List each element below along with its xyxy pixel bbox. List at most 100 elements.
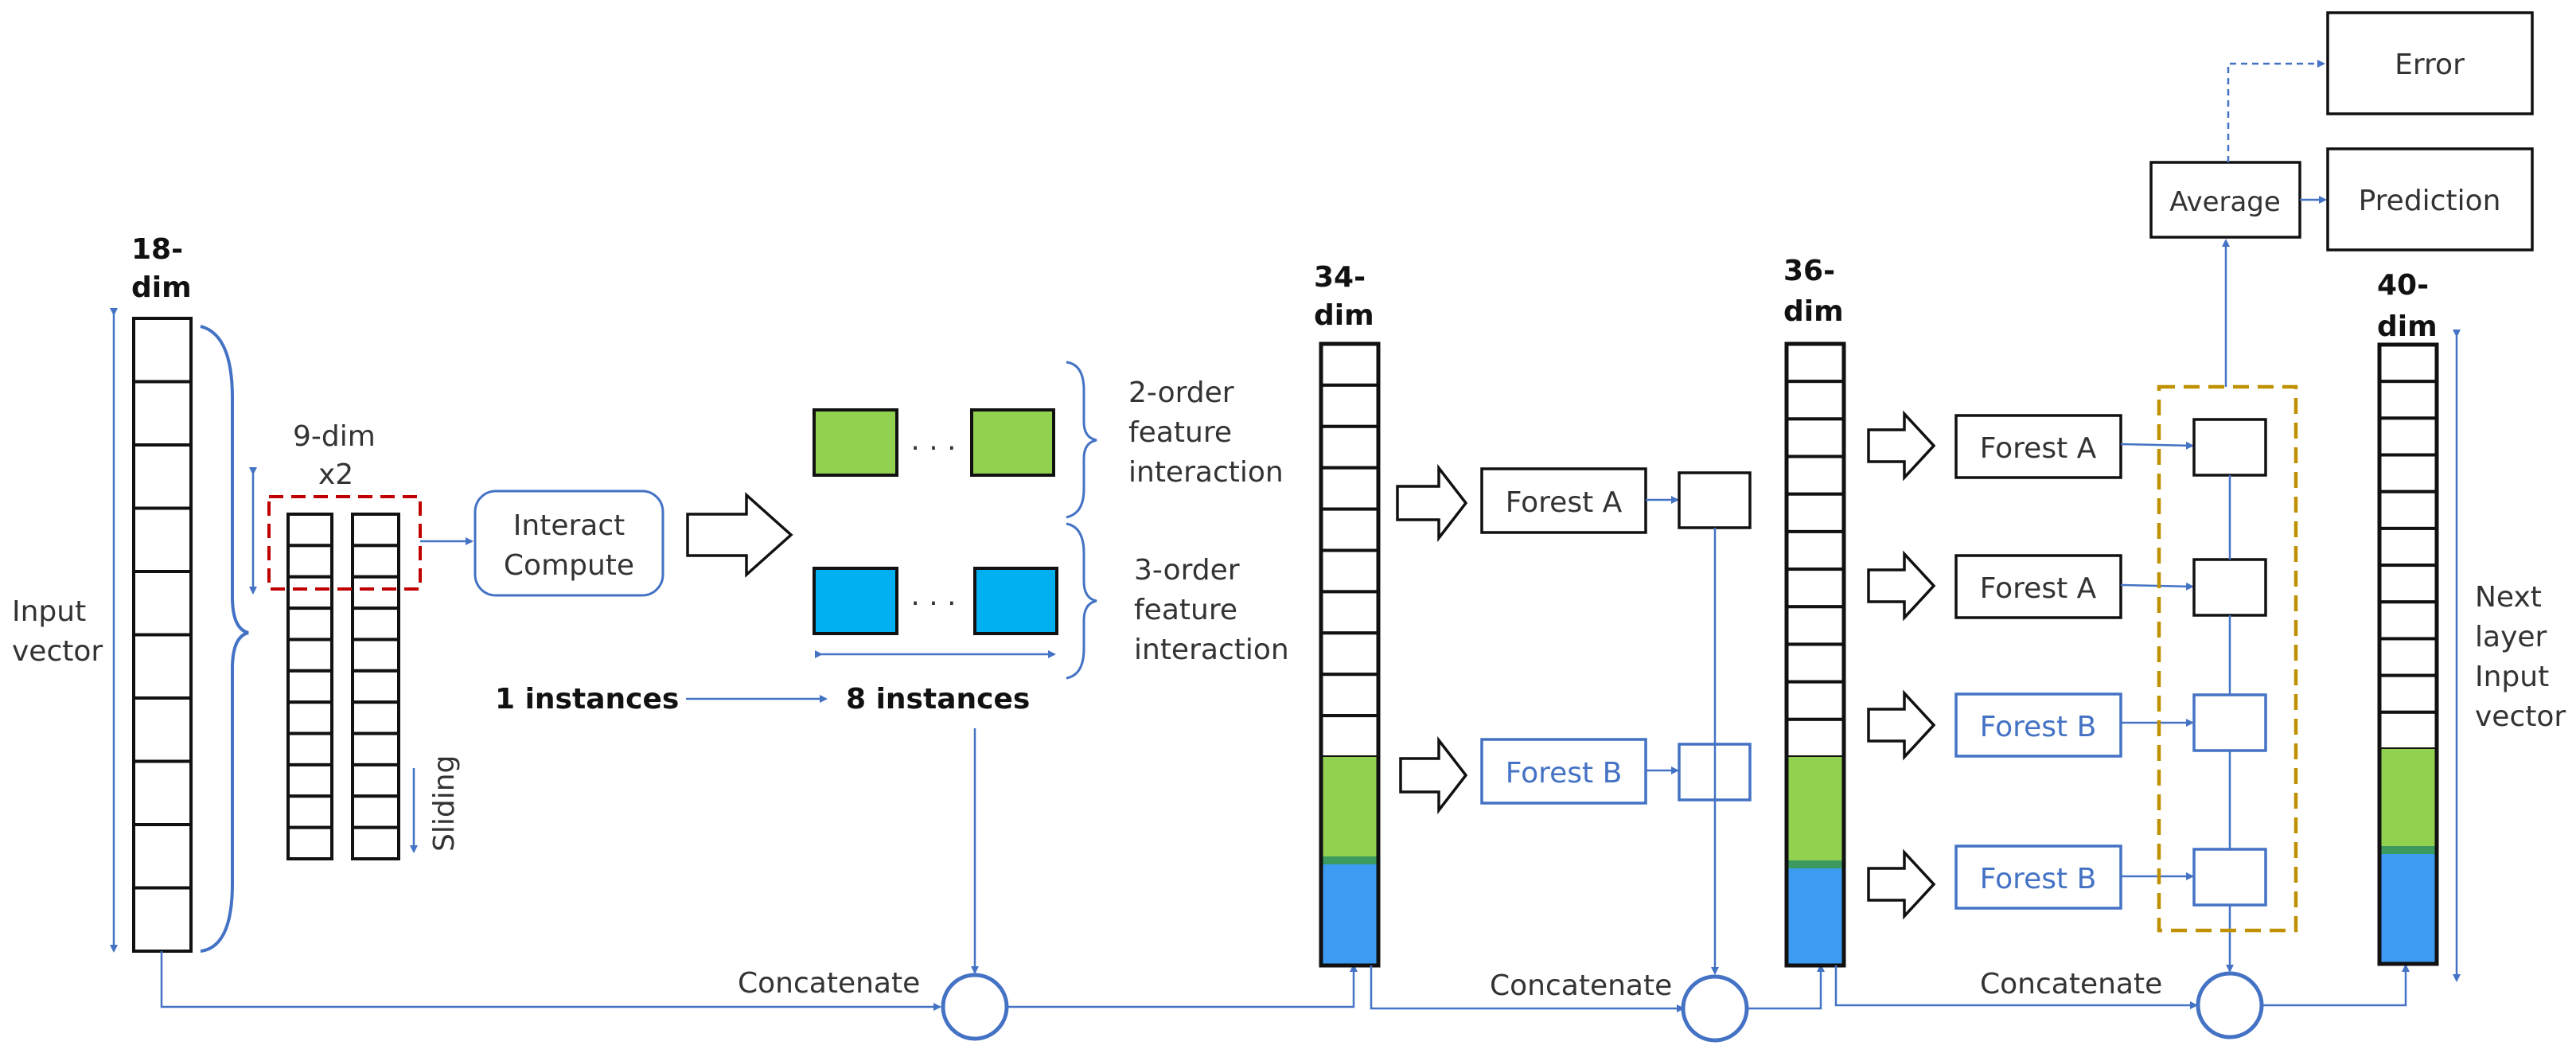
- vector-36-cell: [1785, 568, 1845, 609]
- sliding-window-1: [286, 513, 333, 860]
- vector-40-cell: [2378, 453, 2438, 493]
- vector-40-cell: [2378, 673, 2438, 714]
- vector-40-cell: [2378, 380, 2438, 420]
- vector-34-cell: [1319, 673, 1380, 718]
- interact-compute-line1: Interact: [513, 509, 625, 542]
- concat2-node: [1681, 974, 1749, 1043]
- vector-36-cell: [1785, 454, 1845, 496]
- window-1-cell: [286, 607, 333, 642]
- vector-36-cell: [1785, 529, 1845, 571]
- prediction-label: Prediction: [2359, 185, 2501, 217]
- sliding-window-2: [351, 513, 400, 860]
- concat3-node: [2196, 971, 2264, 1039]
- blue-feature-block-last: [973, 567, 1058, 635]
- layer2-output-a1-box: [2192, 418, 2267, 477]
- vector-36-cell: [1785, 342, 1845, 384]
- input-vector-cell: [132, 317, 193, 384]
- vector-34-cell: [1319, 548, 1380, 594]
- vector-34-segment-seam: [1321, 856, 1378, 864]
- order2-label-line2: feature: [1128, 416, 1232, 449]
- window-2-cell: [351, 763, 400, 798]
- input-vector-cell: [132, 759, 193, 826]
- vector-34-cell: [1319, 714, 1380, 759]
- window-2-cell: [351, 638, 400, 673]
- green-dots: · · ·: [910, 432, 956, 465]
- input-vector-label-line2: vector: [12, 635, 103, 668]
- next-layer-label-line4: vector: [2475, 700, 2566, 733]
- interact-compute-line2: Compute: [504, 549, 634, 582]
- vector-34-cell: [1319, 383, 1380, 428]
- concat3-label: Concatenate: [1980, 968, 2162, 1000]
- average-label: Average: [2169, 186, 2281, 218]
- layer2-forest-a1-arrow: [2120, 441, 2194, 450]
- layer2-big-arrow-4: [1867, 848, 1936, 920]
- layer2-forest-a1-box: [1954, 414, 2122, 479]
- input-vector-cell: [132, 823, 193, 890]
- order3-label-line3: interaction: [1134, 634, 1289, 666]
- dim9-label-line1: 9-dim: [293, 420, 376, 453]
- layer2-big-arrow-1: [1867, 410, 1936, 482]
- vector-34dim: [1319, 341, 1381, 968]
- window-2-cell: [351, 575, 400, 610]
- concat3-to-vec40-line: [2262, 964, 2410, 1007]
- window-1-cell: [286, 575, 333, 610]
- vector-40-cell: [2378, 526, 2438, 568]
- vector-40-cell: [2378, 637, 2438, 677]
- window-1-cell: [286, 544, 333, 579]
- vector-34-green-segment: [1321, 757, 1378, 860]
- concat2-to-vec36-line: [1747, 964, 1825, 1010]
- vector-36dim: [1784, 341, 1846, 968]
- vector-40-green-segment: [2379, 749, 2437, 850]
- average-to-error-dashed-arrow: [2227, 60, 2325, 162]
- layer2-big-arrow-3: [1867, 689, 1936, 761]
- dim18-label-line2: dim: [131, 271, 192, 304]
- vector-40-cell: [2378, 600, 2438, 641]
- vec34-to-concat2-line: [1370, 965, 1685, 1012]
- vector-40-cell: [2378, 564, 2438, 604]
- vector-34-cell: [1319, 424, 1380, 470]
- dim18-label-line1: 18-: [131, 233, 183, 266]
- window-2-cell: [351, 544, 400, 579]
- order2-label-line3: interaction: [1128, 456, 1284, 489]
- layer1-output-a-box: [1678, 471, 1752, 529]
- layer2-output-group-dashed-box: [2157, 384, 2298, 933]
- input-to-concat1-line: [160, 951, 941, 1011]
- green-feature-block-first: [813, 408, 898, 477]
- concat1-to-vec34-line: [1007, 964, 1358, 1008]
- dim40-label-line2: dim: [2377, 310, 2438, 343]
- window-2-cell: [351, 513, 400, 548]
- green-feature-block-last: [970, 408, 1055, 477]
- vector-36-blue-segment: [1787, 868, 1844, 965]
- input-vector-18dim: [132, 317, 193, 953]
- concat1-label: Concatenate: [738, 967, 920, 1000]
- order2-brace: [1066, 361, 1097, 519]
- concat1-node: [941, 973, 1009, 1041]
- window-2-cell: [351, 700, 400, 735]
- vector-36-outline: [1784, 341, 1846, 968]
- order3-label-line1: 3-order: [1134, 554, 1240, 587]
- layer1-big-arrow-b: [1399, 735, 1468, 815]
- vector-34-outline: [1319, 341, 1381, 968]
- window-selection-dashed-box: [267, 495, 422, 591]
- layer2-forest-a2-box: [1954, 554, 2122, 619]
- window-1-cell: [286, 638, 333, 673]
- sliding-label: Sliding: [428, 755, 461, 852]
- order3-brace: [1066, 522, 1097, 680]
- vector-40-outline: [2377, 342, 2439, 966]
- layer2-forest-b2-box: [1954, 844, 2122, 910]
- window-1-cell: [286, 700, 333, 735]
- order3-label-line2: feature: [1134, 594, 1237, 626]
- window-1-cell: [286, 669, 333, 704]
- layer2-forest-a2-label: Forest A: [1980, 572, 2097, 605]
- input-vector-cell: [132, 696, 193, 763]
- window-1-cell: [286, 513, 333, 548]
- vector-40-cell: [2378, 710, 2438, 751]
- vector-36-cell: [1785, 605, 1845, 646]
- vector-40-cell: [2378, 416, 2438, 457]
- window-1-cell: [286, 763, 333, 798]
- vec36-to-concat3-line: [1834, 965, 2198, 1009]
- layer1-forest-b-label: Forest B: [1506, 757, 1623, 790]
- vector-40-cell: [2378, 489, 2438, 530]
- dim9-label-line2: x2: [318, 458, 353, 491]
